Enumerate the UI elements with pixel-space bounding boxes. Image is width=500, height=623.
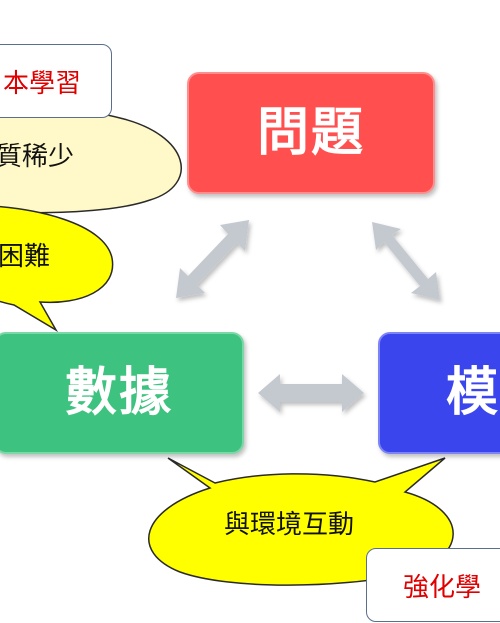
speech-bubble-difficult	[0, 206, 114, 333]
node-problem: 問題	[187, 72, 435, 194]
tag-top-left-label: 本學習	[3, 68, 82, 99]
bubble-scarce-text: 質稀少	[0, 142, 75, 172]
node-model: 模	[378, 332, 500, 454]
node-problem-label: 問題	[256, 103, 365, 163]
tag-top-left: 本學習	[0, 44, 112, 118]
tag-bottom-right-label: 強化學	[403, 572, 482, 603]
node-data-label: 數據	[64, 363, 173, 423]
bubble-interact-text: 與環境互動	[224, 510, 355, 540]
bubble-difficult-text: 困難	[0, 242, 51, 272]
node-model-label: 模	[446, 363, 500, 423]
node-data: 數據	[0, 332, 244, 454]
tag-bottom-right: 強化學	[366, 548, 500, 622]
arrow-data-model	[258, 374, 364, 412]
arrow-problem-model	[372, 222, 440, 300]
arrow-problem-data	[176, 220, 249, 298]
